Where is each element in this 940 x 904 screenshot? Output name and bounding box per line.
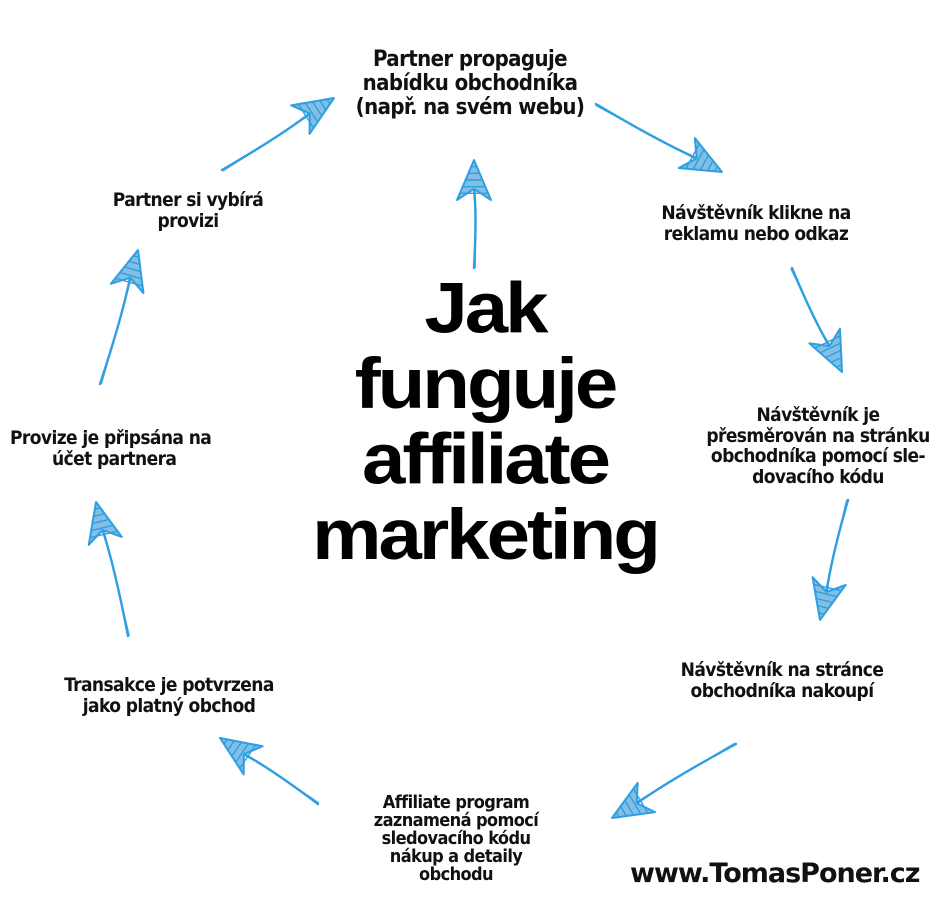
arrow-shaft	[790, 266, 831, 347]
step-line: Návštěvník je	[756, 404, 880, 426]
step-commission-credited: Provize je připsána na účet partnera	[0, 428, 240, 469]
step-line: obchodníka nakoupí	[690, 679, 875, 702]
step-line: přesměrován na stránku	[706, 424, 930, 447]
step-line: Návštěvník na stránce	[680, 659, 884, 681]
arrow-promote-to-click	[594, 102, 723, 173]
step-line: reklamu nebo odkaz	[663, 222, 849, 245]
arrowhead	[87, 501, 123, 546]
step-line: zaznamená pomocí	[373, 810, 539, 831]
step-line: (např. na svém webu)	[355, 94, 585, 120]
step-line: provizi	[157, 209, 219, 232]
arrowhead-hatching	[685, 143, 719, 172]
arrow-shaft-sketch	[790, 268, 829, 346]
arrowhead	[611, 781, 657, 819]
step-line: Partner propaguje	[373, 47, 568, 72]
arrowhead-hatching	[813, 583, 842, 615]
arrowhead-hatching	[297, 98, 331, 129]
step-line: Návštěvník klikne na	[661, 202, 851, 224]
arrow-credit-to-withdraw	[98, 249, 145, 386]
arrow-shaft-sketch	[636, 742, 736, 803]
arrow-shaft-sketch	[595, 104, 696, 160]
arrow-shaft	[98, 277, 132, 386]
step-partner-promotes: Partner propaguje nabídku obchodníka (na…	[340, 48, 600, 119]
title-line-1: Jak	[424, 267, 548, 349]
step-line: Partner si vybírá	[112, 189, 264, 211]
step-line: Transakce je potvrzena	[64, 674, 274, 696]
arrow-shaft	[243, 753, 320, 806]
step-partner-withdraws: Partner si vybírá provizi	[88, 190, 288, 231]
step-line: jako platný obchod	[82, 694, 256, 717]
arrow-shaft	[101, 529, 130, 638]
arrowhead-hatching	[814, 335, 842, 368]
step-line: účet partnera	[52, 447, 177, 470]
arrow-shaft-sketch	[825, 499, 848, 591]
arrowhead-hatching	[223, 738, 257, 769]
arrow-buy-to-record	[611, 742, 738, 819]
step-visitor-clicks: Návštěvník klikne na reklamu nebo odkaz	[636, 203, 876, 244]
step-transaction-confirmed: Transakce je potvrzena jako platný obcho…	[44, 675, 294, 716]
arrow-shaft	[594, 102, 697, 159]
step-visitor-redirected: Návštěvník je přesměrován na stránku obc…	[700, 405, 936, 487]
step-line: obchodníka pomocí sle-	[710, 445, 926, 468]
arrowhead	[290, 97, 335, 135]
step-line: Provize je připsána na	[10, 427, 212, 449]
arrow-shaft-sketch	[103, 530, 131, 636]
step-program-records: Affiliate program zaznamená pomocí sledo…	[356, 794, 556, 884]
arrowhead-hatching	[89, 507, 118, 539]
arrow-shaft-sketch	[222, 114, 310, 172]
arrow-center-to-promote	[456, 159, 492, 270]
step-line: nákup a detaily	[389, 846, 523, 867]
step-line: dovacího kódu	[752, 465, 884, 488]
arrow-shaft-sketch	[100, 279, 132, 385]
website-url: www.TomasPoner.cz	[630, 858, 920, 889]
arrow-shaft	[825, 498, 850, 592]
arrow-click-to-redirect	[790, 266, 843, 373]
arrow-shaft	[220, 113, 310, 172]
arrow-record-to-confirm	[219, 737, 320, 806]
step-line: obchodu	[419, 864, 494, 885]
title-line-2: funguje	[354, 342, 619, 424]
step-line: sledovacího kódu	[381, 828, 531, 849]
step-visitor-buys: Návštěvník na stránce obchodníka nakoupí	[662, 660, 902, 701]
arrow-shaft-sketch	[245, 753, 320, 804]
arrow-redirect-to-buy	[811, 498, 850, 621]
arrowhead	[219, 737, 264, 776]
diagram-title: Jak funguje affiliate marketing	[200, 270, 770, 572]
title-line-4: marketing	[312, 493, 661, 575]
arrow-confirm-to-credit	[87, 501, 131, 638]
arrow-withdraw-to-promote	[220, 97, 335, 172]
arrowhead-hatching	[115, 254, 143, 287]
title-line-3: affiliate	[361, 418, 611, 500]
step-line: nabídku obchodníka	[362, 70, 578, 96]
arrowhead-hatching	[615, 788, 649, 818]
arrowhead-hatching	[459, 165, 489, 195]
arrow-shaft	[636, 742, 738, 804]
step-line: Affiliate program	[382, 792, 530, 813]
